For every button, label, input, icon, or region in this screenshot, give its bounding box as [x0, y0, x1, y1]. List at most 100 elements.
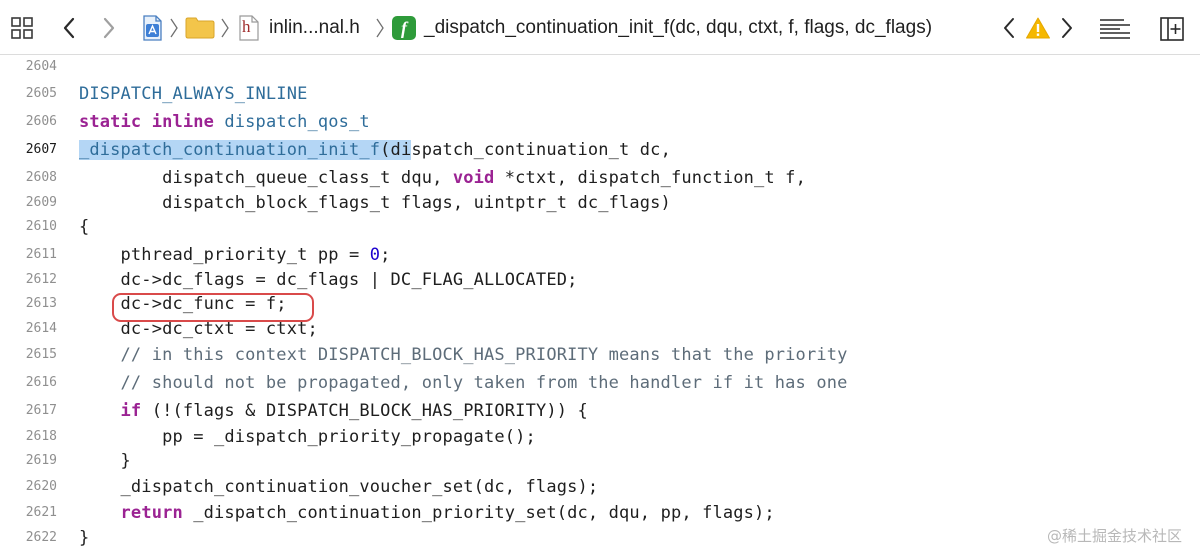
code-text: _dispatch_continuation_init_f(dispatch_c… — [79, 138, 671, 162]
code-text: // in this context DISPATCH_BLOCK_HAS_PR… — [79, 343, 848, 367]
code-token — [79, 401, 121, 421]
line-number: 2617 — [25, 403, 57, 418]
code-token — [79, 503, 121, 523]
code-token: pp = _dispatch_priority_propagate(); — [79, 427, 536, 447]
code-text: // should not be propagated, only taken … — [79, 371, 848, 395]
code-line[interactable]: 2609 dispatch_block_flags_t flags, uintp… — [0, 191, 1200, 215]
line-number: 2606 — [25, 114, 57, 129]
folder-icon — [185, 17, 215, 39]
code-token: // should not be propagated, only taken … — [79, 373, 848, 393]
line-number: 2621 — [25, 505, 57, 520]
line-number: 2609 — [25, 195, 57, 210]
line-number: 2610 — [25, 219, 57, 234]
code-line[interactable]: 2606 static inline dispatch_qos_t — [0, 110, 1200, 134]
code-token: *ctxt, dispatch_function_t f, — [494, 168, 806, 188]
function-glyph: f — [401, 18, 407, 38]
code-token: ; — [380, 245, 391, 265]
line-number: 2615 — [25, 347, 57, 362]
code-token: return — [120, 503, 183, 523]
code-line[interactable]: 2622} — [0, 526, 1200, 550]
code-line[interactable]: 2621 return _dispatch_continuation_prior… — [0, 501, 1200, 525]
code-line[interactable]: 2605 DISPATCH_ALWAYS_INLINE — [0, 82, 1200, 106]
breadcrumb-file-name[interactable]: inlin...nal.h — [269, 17, 360, 38]
code-line[interactable]: 2612 dc->dc_flags = dc_flags | DC_FLAG_A… — [0, 268, 1200, 292]
code-token — [141, 112, 151, 132]
line-number: 2612 — [25, 272, 57, 287]
chevron-left-icon — [1004, 18, 1014, 38]
code-token: // in this context DISPATCH_BLOCK_HAS_PR… — [79, 345, 848, 365]
code-line[interactable]: 2617 if (!(flags & DISPATCH_BLOCK_HAS_PR… — [0, 399, 1200, 423]
code-line[interactable]: 2611 pthread_priority_t pp = 0; — [0, 243, 1200, 267]
code-token: if — [120, 401, 142, 421]
code-line[interactable]: 2615 // in this context DISPATCH_BLOCK_H… — [0, 343, 1200, 367]
code-token: _dispatch_continuation_priority_set(dc, … — [182, 503, 775, 523]
breadcrumb-separator — [219, 16, 231, 40]
line-number: 2620 — [25, 479, 57, 494]
next-issue-button[interactable] — [1056, 14, 1078, 42]
code-text: } — [79, 449, 131, 473]
code-text: dispatch_block_flags_t flags, uintptr_t … — [79, 191, 671, 215]
source-editor[interactable]: 2604 2605 DISPATCH_ALWAYS_INLINE 2606 static… — [0, 55, 1200, 556]
previous-issue-button[interactable] — [998, 14, 1020, 42]
code-line[interactable]: 2613 dc->dc_func = f; — [0, 292, 1200, 316]
back-button[interactable] — [57, 14, 81, 42]
chevron-right-icon — [221, 18, 229, 38]
code-line[interactable]: 2619 } — [0, 449, 1200, 473]
code-text: { — [79, 215, 89, 239]
code-token: _dispatch_continuation_voucher_set(dc, f… — [79, 477, 599, 497]
code-text: dc->dc_flags = dc_flags | DC_FLAG_ALLOCA… — [79, 268, 578, 292]
minimap-lines-icon[interactable] — [1094, 16, 1134, 42]
line-number: 2611 — [25, 247, 57, 262]
warning-icon[interactable] — [1024, 15, 1052, 41]
code-text: pthread_priority_t pp = 0; — [79, 243, 391, 267]
watermark: @稀土掘金技术社区 — [1046, 527, 1182, 545]
breadcrumb-project[interactable] — [139, 14, 165, 42]
code-token: { — [79, 217, 90, 237]
code-line[interactable]: 2608 dispatch_queue_class_t dqu, void *c… — [0, 166, 1200, 190]
line-number: 2608 — [25, 170, 57, 185]
code-text: dc->dc_ctxt = ctxt; — [79, 317, 318, 341]
code-text: } — [79, 526, 89, 550]
code-line[interactable]: 2620 _dispatch_continuation_voucher_set(… — [0, 475, 1200, 499]
line-number: 2614 — [25, 321, 57, 336]
code-token: DISPATCH_ALWAYS_INLINE — [79, 84, 308, 104]
breadcrumb-separator — [168, 16, 180, 40]
breadcrumb-folder[interactable] — [184, 16, 216, 40]
code-line[interactable]: 2614 dc->dc_ctxt = ctxt; — [0, 317, 1200, 341]
code-token: } — [79, 528, 90, 548]
code-text: _dispatch_continuation_voucher_set(dc, f… — [79, 475, 599, 499]
forward-button[interactable] — [97, 14, 121, 42]
code-token: void — [452, 168, 495, 188]
code-token: dc->dc_flags = dc_flags | DC_FLAG_ALLOCA… — [79, 270, 578, 290]
line-number: 2605 — [25, 86, 57, 101]
breadcrumb-function-name[interactable]: _dispatch_continuation_init_f(dc, dqu, c… — [424, 17, 933, 38]
code-text: return _dispatch_continuation_priority_s… — [79, 501, 775, 525]
code-line[interactable]: 2616 // should not be propagated, only t… — [0, 371, 1200, 395]
code-line[interactable]: 2604 — [0, 55, 1200, 79]
code-token: dispatch_queue_class_t dqu, — [79, 168, 453, 188]
line-number: 2604 — [25, 59, 57, 74]
code-text: dispatch_queue_class_t dqu, void *ctxt, … — [79, 166, 806, 190]
code-line[interactable]: 2610 { — [0, 215, 1200, 239]
line-number: 2613 — [25, 296, 57, 311]
breadcrumb-separator — [374, 16, 386, 40]
code-token: pthread_priority_t pp = — [79, 245, 370, 265]
code-line[interactable]: 2618 pp = _dispatch_priority_propagate()… — [0, 425, 1200, 449]
code-token: spatch_continuation_t dc, — [411, 140, 671, 160]
add-editor-icon[interactable] — [1158, 15, 1186, 43]
code-token: dispatch_block_flags_t flags, uintptr_t … — [79, 193, 671, 213]
code-token: inline — [151, 112, 215, 132]
function-icon: f — [392, 16, 416, 40]
chevron-right-icon — [103, 17, 115, 39]
code-text: if (!(flags & DISPATCH_BLOCK_HAS_PRIORIT… — [79, 399, 588, 423]
code-token: (di — [380, 140, 412, 160]
line-number: 2616 — [25, 375, 57, 390]
line-number: 2622 — [25, 530, 57, 545]
code-token: dispatch_qos_t — [224, 112, 370, 132]
line-number: 2618 — [25, 429, 57, 444]
line-number: 2607 — [25, 142, 57, 157]
code-token: 0 — [369, 245, 381, 265]
code-line[interactable]: 2607 _dispatch_continuation_init_f(dispat… — [0, 138, 1200, 162]
grid-icon[interactable] — [9, 15, 35, 41]
code-text: static inline dispatch_qos_t — [79, 110, 370, 134]
